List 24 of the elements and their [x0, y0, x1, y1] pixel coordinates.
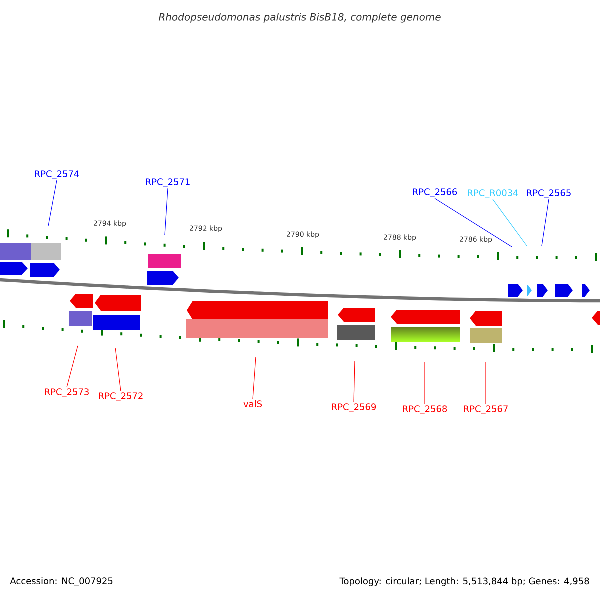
gene-label: RPC_2574: [35, 170, 80, 180]
gene-label: RPC_2573: [45, 388, 89, 398]
gene-label: RPC_R0034: [468, 190, 518, 198]
gene-label: RPC_2571: [146, 178, 190, 188]
leader-line: [492, 199, 528, 246]
leader-line: [66, 346, 78, 388]
leader-line: [354, 360, 356, 403]
leader-line: [424, 362, 426, 405]
footer-text: Accession: NC_007925: [10, 578, 113, 586]
title: Rhodopseudomonas palustris BisB18, complete genome: [158, 13, 441, 23]
leader-line: [542, 199, 550, 246]
gene-label: RPC_2568: [403, 406, 448, 414]
gene-label: RPC_2565: [527, 190, 571, 198]
gene-label: RPC_2567: [464, 406, 508, 414]
gene-label: RPC_2569: [332, 404, 376, 412]
gene-label: RPC_2572: [99, 392, 143, 402]
leader-line: [164, 188, 168, 236]
leader-line: [434, 198, 512, 248]
gene-label: valS: [244, 400, 262, 408]
footer-text: Topology: circular; Length: 5,513,844 bp; Genes: 4,958: [340, 578, 590, 586]
gene-label: RPC_2566: [413, 188, 458, 198]
leader-line: [48, 180, 58, 226]
leader-line: [115, 348, 122, 392]
leader-line: [252, 356, 256, 400]
